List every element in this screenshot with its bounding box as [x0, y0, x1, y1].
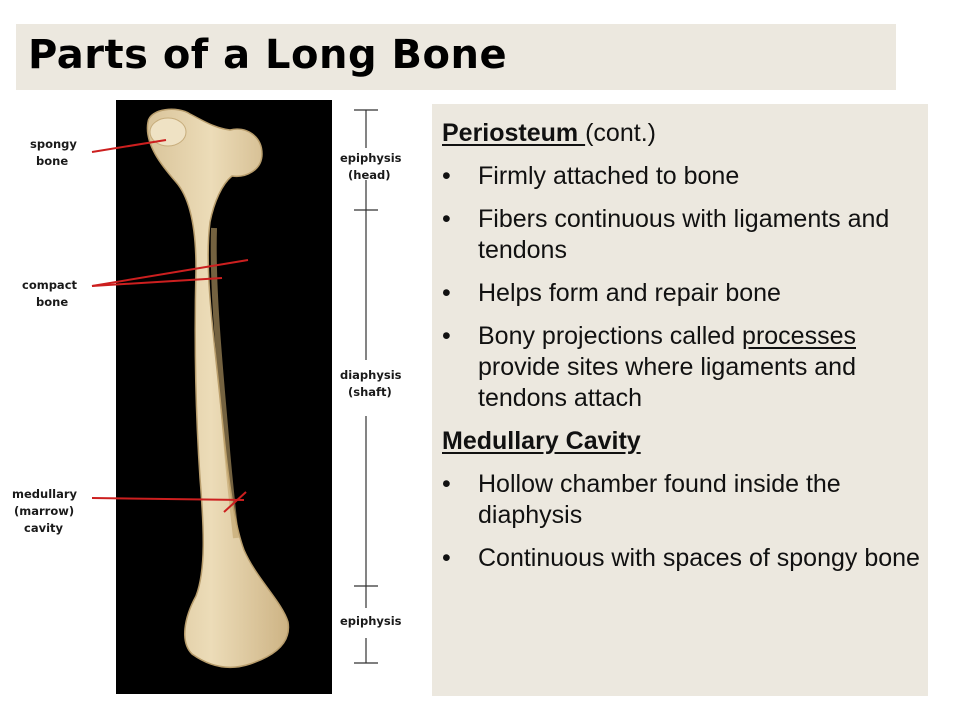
bullet-item: • Helps form and repair bone — [442, 278, 922, 309]
femoral-head — [149, 117, 187, 147]
medullary-cavity-heading: Medullary Cavity — [442, 426, 922, 457]
epiphysis-bottom-label: epiphysis — [340, 614, 402, 628]
svg-text:(shaft): (shaft) — [348, 385, 392, 399]
bullet-item: • Continuous with spaces of spongy bone — [442, 543, 922, 574]
epiphysis-head-label: epiphysis (head) — [340, 151, 402, 182]
medullary-canal — [210, 227, 239, 539]
svg-text:(head): (head) — [348, 168, 391, 182]
bullet-text: Firmly attached to bone — [478, 162, 740, 190]
svg-text:bone: bone — [36, 295, 68, 309]
femur-bone — [146, 108, 290, 668]
svg-text:spongy: spongy — [30, 137, 77, 151]
svg-text:(marrow): (marrow) — [14, 504, 74, 518]
svg-text:bone: bone — [36, 154, 68, 168]
bullet-dot: • — [442, 279, 451, 307]
bullet-item: • Hollow chamber found inside the diaphy… — [442, 469, 922, 531]
bone-figure: spongy bone compact bone medullary (marr… — [0, 98, 420, 698]
bullet-dot: • — [442, 544, 451, 572]
svg-text:diaphysis: diaphysis — [340, 368, 402, 382]
bullet-item: • Firmly attached to bone — [442, 161, 922, 192]
compact-bone-label: compact bone — [22, 278, 78, 309]
title-bar: Parts of a Long Bone — [16, 24, 896, 90]
spongy-bone-label: spongy bone — [30, 137, 77, 168]
bullet-text-before: Bony projections called — [478, 322, 743, 350]
periosteum-heading-suffix: (cont.) — [585, 119, 656, 147]
bullet-text: Helps form and repair bone — [478, 279, 781, 307]
pointer-lines — [91, 139, 249, 513]
medullary-cavity-heading-text: Medullary Cavity — [442, 427, 641, 455]
bullet-text: Fibers continuous with ligaments and ten… — [478, 205, 890, 264]
svg-text:epiphysis: epiphysis — [340, 151, 402, 165]
svg-text:epiphysis: epiphysis — [340, 614, 402, 628]
scale-bracket — [354, 109, 378, 664]
bullet-text: Hollow chamber found inside the diaphysi… — [478, 470, 841, 529]
bullet-dot: • — [442, 322, 451, 350]
slide-title: Parts of a Long Bone — [28, 32, 508, 78]
periosteum-heading: Periosteum (cont.) — [442, 118, 922, 149]
diaphysis-label: diaphysis (shaft) — [340, 368, 402, 399]
bullet-text: Continuous with spaces of spongy bone — [478, 544, 920, 572]
bullet-dot: • — [442, 470, 451, 498]
svg-text:cavity: cavity — [24, 521, 64, 535]
bullet-dot: • — [442, 162, 451, 190]
svg-text:medullary: medullary — [12, 487, 78, 501]
bullet-text: Bony projections called processes provid… — [478, 322, 870, 412]
periosteum-heading-text: Periosteum — [442, 119, 586, 147]
medullary-cavity-label: medullary (marrow) cavity — [12, 487, 78, 535]
processes-term: processes — [742, 322, 856, 350]
text-block: Periosteum (cont.) • Firmly attached to … — [442, 118, 922, 586]
bullet-text-after: provide sites where ligaments and tendon… — [478, 322, 870, 412]
content-panel: Periosteum (cont.) • Firmly attached to … — [432, 104, 928, 696]
bullet-item: • Bony projections called processes prov… — [442, 321, 922, 414]
svg-text:compact: compact — [22, 278, 78, 292]
bullet-dot: • — [442, 205, 451, 233]
bullet-item: • Fibers continuous with ligaments and t… — [442, 204, 922, 266]
